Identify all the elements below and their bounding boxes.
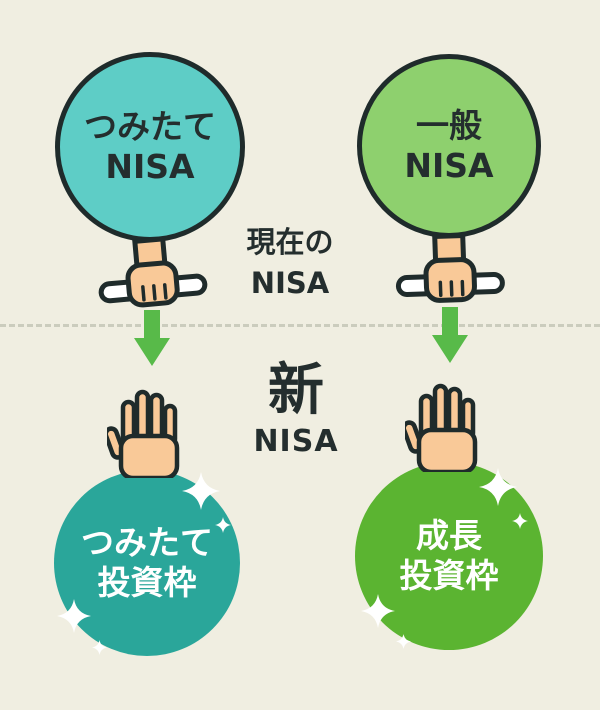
current-tsumitate-line1: つみたて	[84, 106, 216, 146]
new-nisa-tsumitate-circle: つみたて 投資枠	[54, 470, 240, 656]
new-tsumitate-line1: つみたて	[81, 522, 213, 562]
new-nisa-growth-circle: 成長 投資枠	[355, 462, 543, 650]
current-tsumitate-line2: NISA	[105, 147, 195, 186]
sparkle-icon	[512, 513, 528, 529]
current-nisa-tsumitate-circle: つみたて NISA	[55, 52, 245, 242]
new-nisa-heading: 新 NISA	[230, 360, 362, 459]
current-nisa-label-line1: 現在の	[246, 225, 334, 259]
sparkle-icon	[92, 640, 107, 655]
open-hand-right-icon	[405, 380, 491, 472]
current-nisa-ippan-circle: 一般 NISA	[357, 54, 541, 238]
baton-hand-left-icon	[94, 233, 210, 320]
new-growth-line2: 投資枠	[399, 556, 499, 595]
sparkle-icon	[57, 599, 91, 633]
new-tsumitate-line2: 投資枠	[97, 563, 197, 602]
sparkle-icon	[182, 472, 220, 510]
sparkle-icon	[361, 594, 395, 628]
baton-hand-right-icon	[394, 232, 507, 314]
current-ippan-line2: NISA	[404, 146, 494, 185]
sparkle-icon	[479, 468, 517, 506]
new-nisa-heading-line1: 新	[268, 358, 324, 423]
current-nisa-label-line2: NISA	[250, 265, 330, 300]
open-hand-left-icon	[107, 386, 193, 478]
down-arrow-right-icon	[430, 307, 470, 365]
down-arrow-left-icon	[132, 310, 172, 368]
sparkle-icon	[215, 517, 231, 533]
new-nisa-heading-line2: NISA	[253, 423, 339, 459]
current-nisa-label: 現在の NISA	[225, 222, 355, 303]
sparkle-icon	[396, 634, 411, 649]
dashed-divider-line	[0, 324, 600, 327]
new-growth-line1: 成長	[416, 515, 482, 555]
current-ippan-line1: 一般	[416, 105, 482, 145]
